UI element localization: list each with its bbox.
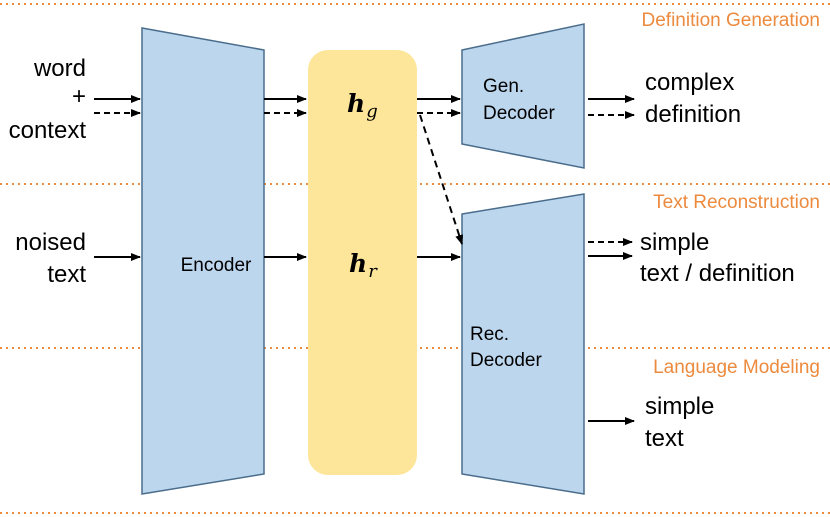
output-simple-def-label-line2: text / definition: [640, 260, 795, 287]
input-text-label: text: [47, 261, 86, 288]
input-plus-label: +: [72, 83, 86, 110]
encoder-block: [141, 27, 265, 495]
output-simple-lm-label-line2: text: [645, 425, 684, 452]
output-simple-lm-label-line1: simple: [645, 393, 714, 420]
rec-decoder-label-line1: Rec.: [470, 324, 509, 345]
output-definition-label: definition: [645, 101, 741, 128]
input-word-label: word: [33, 55, 86, 82]
hidden-state-g: hg: [347, 89, 378, 122]
gen-decoder-label-line2: Decoder: [483, 103, 555, 124]
gen-decoder-label-line1: Gen.: [483, 76, 524, 97]
output-simple-def-label-line1: simple: [640, 229, 709, 256]
section-title-text-reconstruction: Text Reconstruction: [653, 192, 820, 213]
input-noised-label: noised: [15, 229, 86, 256]
output-complex-label: complex: [645, 69, 734, 96]
section-title-definition-generation: Definition Generation: [642, 10, 821, 31]
encoder-label: Encoder: [181, 255, 252, 276]
hidden-representation-block: [308, 50, 417, 475]
rec-decoder-block: [461, 193, 585, 495]
arrow-hg-to-rec-decoder-dashed: [419, 114, 464, 245]
input-context-label: context: [9, 117, 87, 144]
hidden-state-r: hr: [349, 249, 378, 282]
section-title-language-modeling: Language Modeling: [653, 357, 820, 378]
rec-decoder-label-line2: Decoder: [470, 350, 542, 371]
gen-decoder-block: [461, 23, 585, 169]
